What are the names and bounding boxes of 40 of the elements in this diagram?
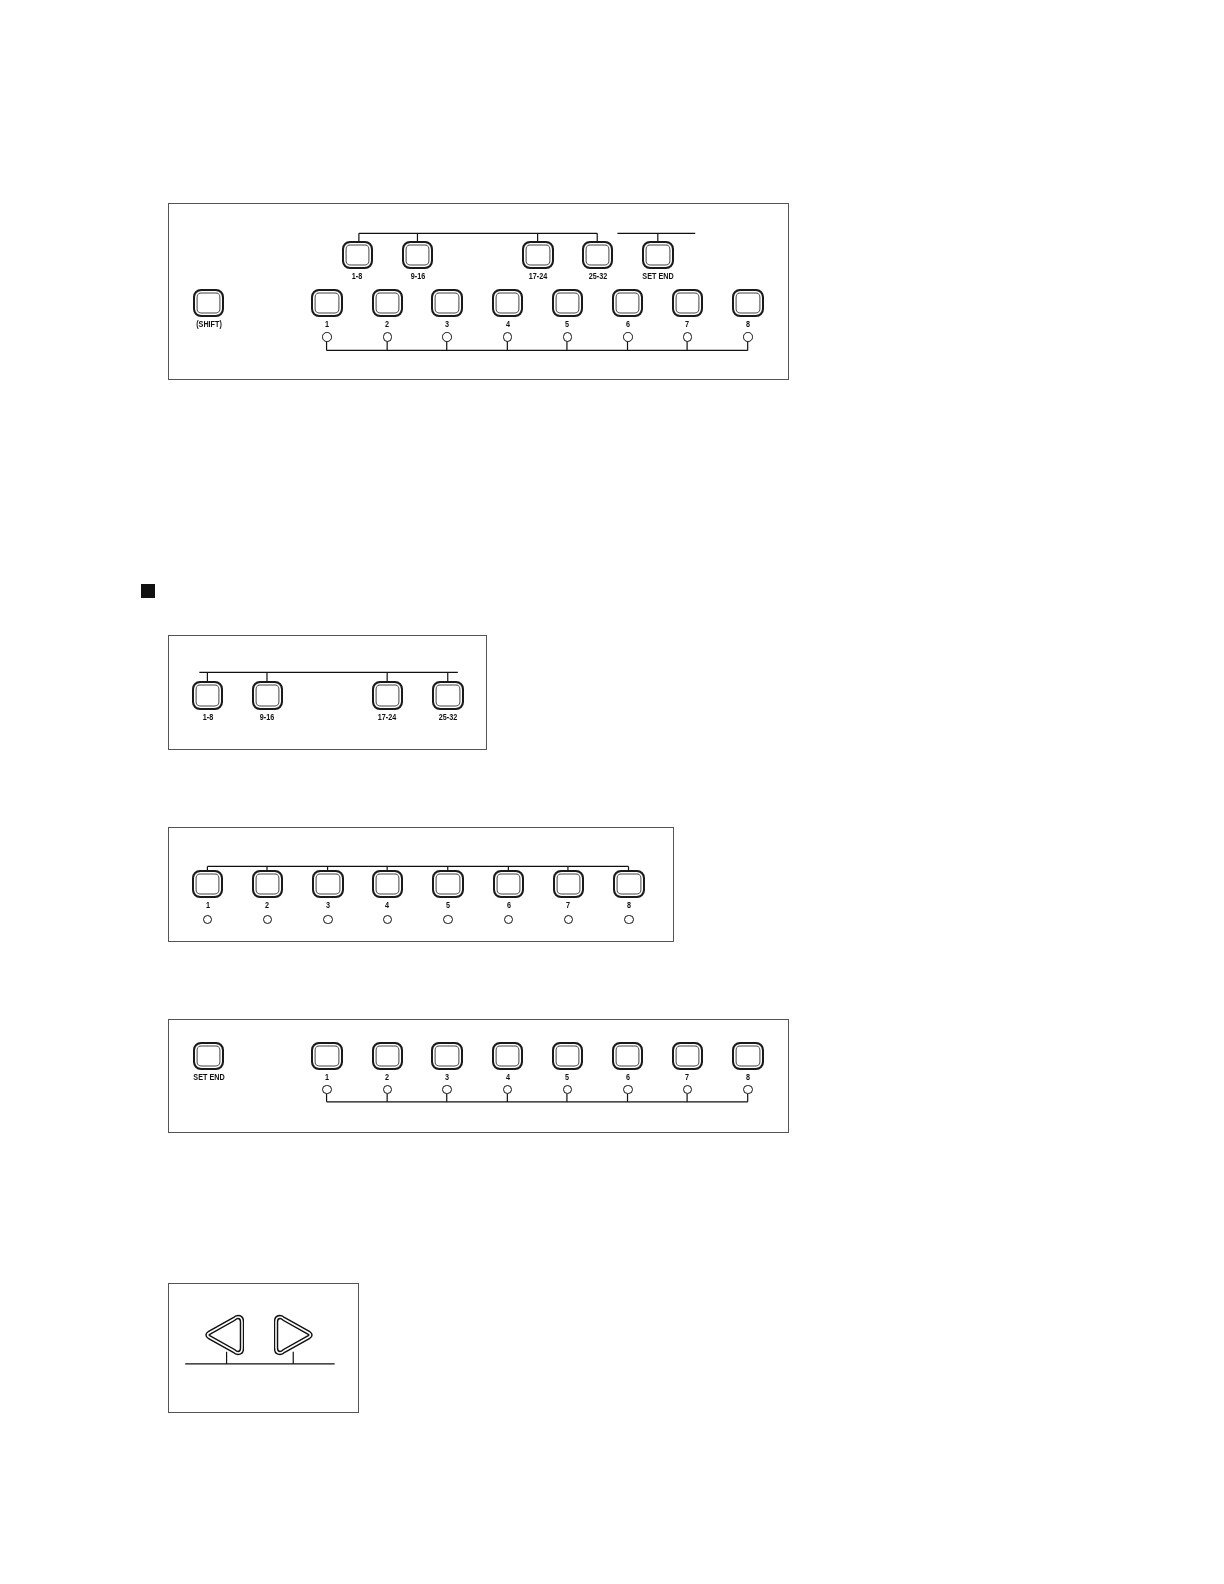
button-label: 8 [745,1072,752,1083]
button-label: SET END [192,1072,226,1083]
button-label: 2 [384,318,391,329]
button-label: 8 [625,900,632,911]
button-label: 25-32 [587,271,608,282]
panel-outline [167,635,487,751]
button-label: 1-8 [201,711,214,722]
panel-outline [167,203,789,380]
panel-outline [167,1019,789,1134]
button-label: 6 [505,900,512,911]
button-label: 17-24 [527,271,549,282]
button-label: 2 [264,900,271,911]
button-label: 4 [504,318,511,329]
button-label: (SHIFT) [194,318,223,329]
button-label: 7 [565,900,572,911]
button-label: 9-16 [259,711,276,722]
button-label: 8 [745,318,752,329]
button-label: SET END [641,271,675,282]
button-label: 7 [684,1072,691,1083]
panel-outline [167,827,674,943]
button-label: 3 [324,900,331,911]
button-label: 5 [564,318,571,329]
button-label: 5 [564,1072,571,1083]
button-label: 9-16 [409,271,426,282]
panel-outline [167,1282,359,1413]
button-label: 4 [504,1072,511,1083]
button-label: 4 [384,900,391,911]
button-label: 5 [445,900,452,911]
button-label: 2 [384,1072,391,1083]
button-label: 1-8 [350,271,364,282]
button-label: 3 [444,318,451,329]
button-label: 1 [323,318,330,329]
button-label: 1 [204,900,211,911]
button-label: 17-24 [377,711,398,722]
button-label: 25-32 [437,711,459,722]
button-label: 6 [624,318,631,329]
button-label: 6 [624,1072,631,1083]
button-label: 3 [444,1072,451,1083]
button-label: 7 [684,318,691,329]
button-label: 1 [323,1072,330,1083]
